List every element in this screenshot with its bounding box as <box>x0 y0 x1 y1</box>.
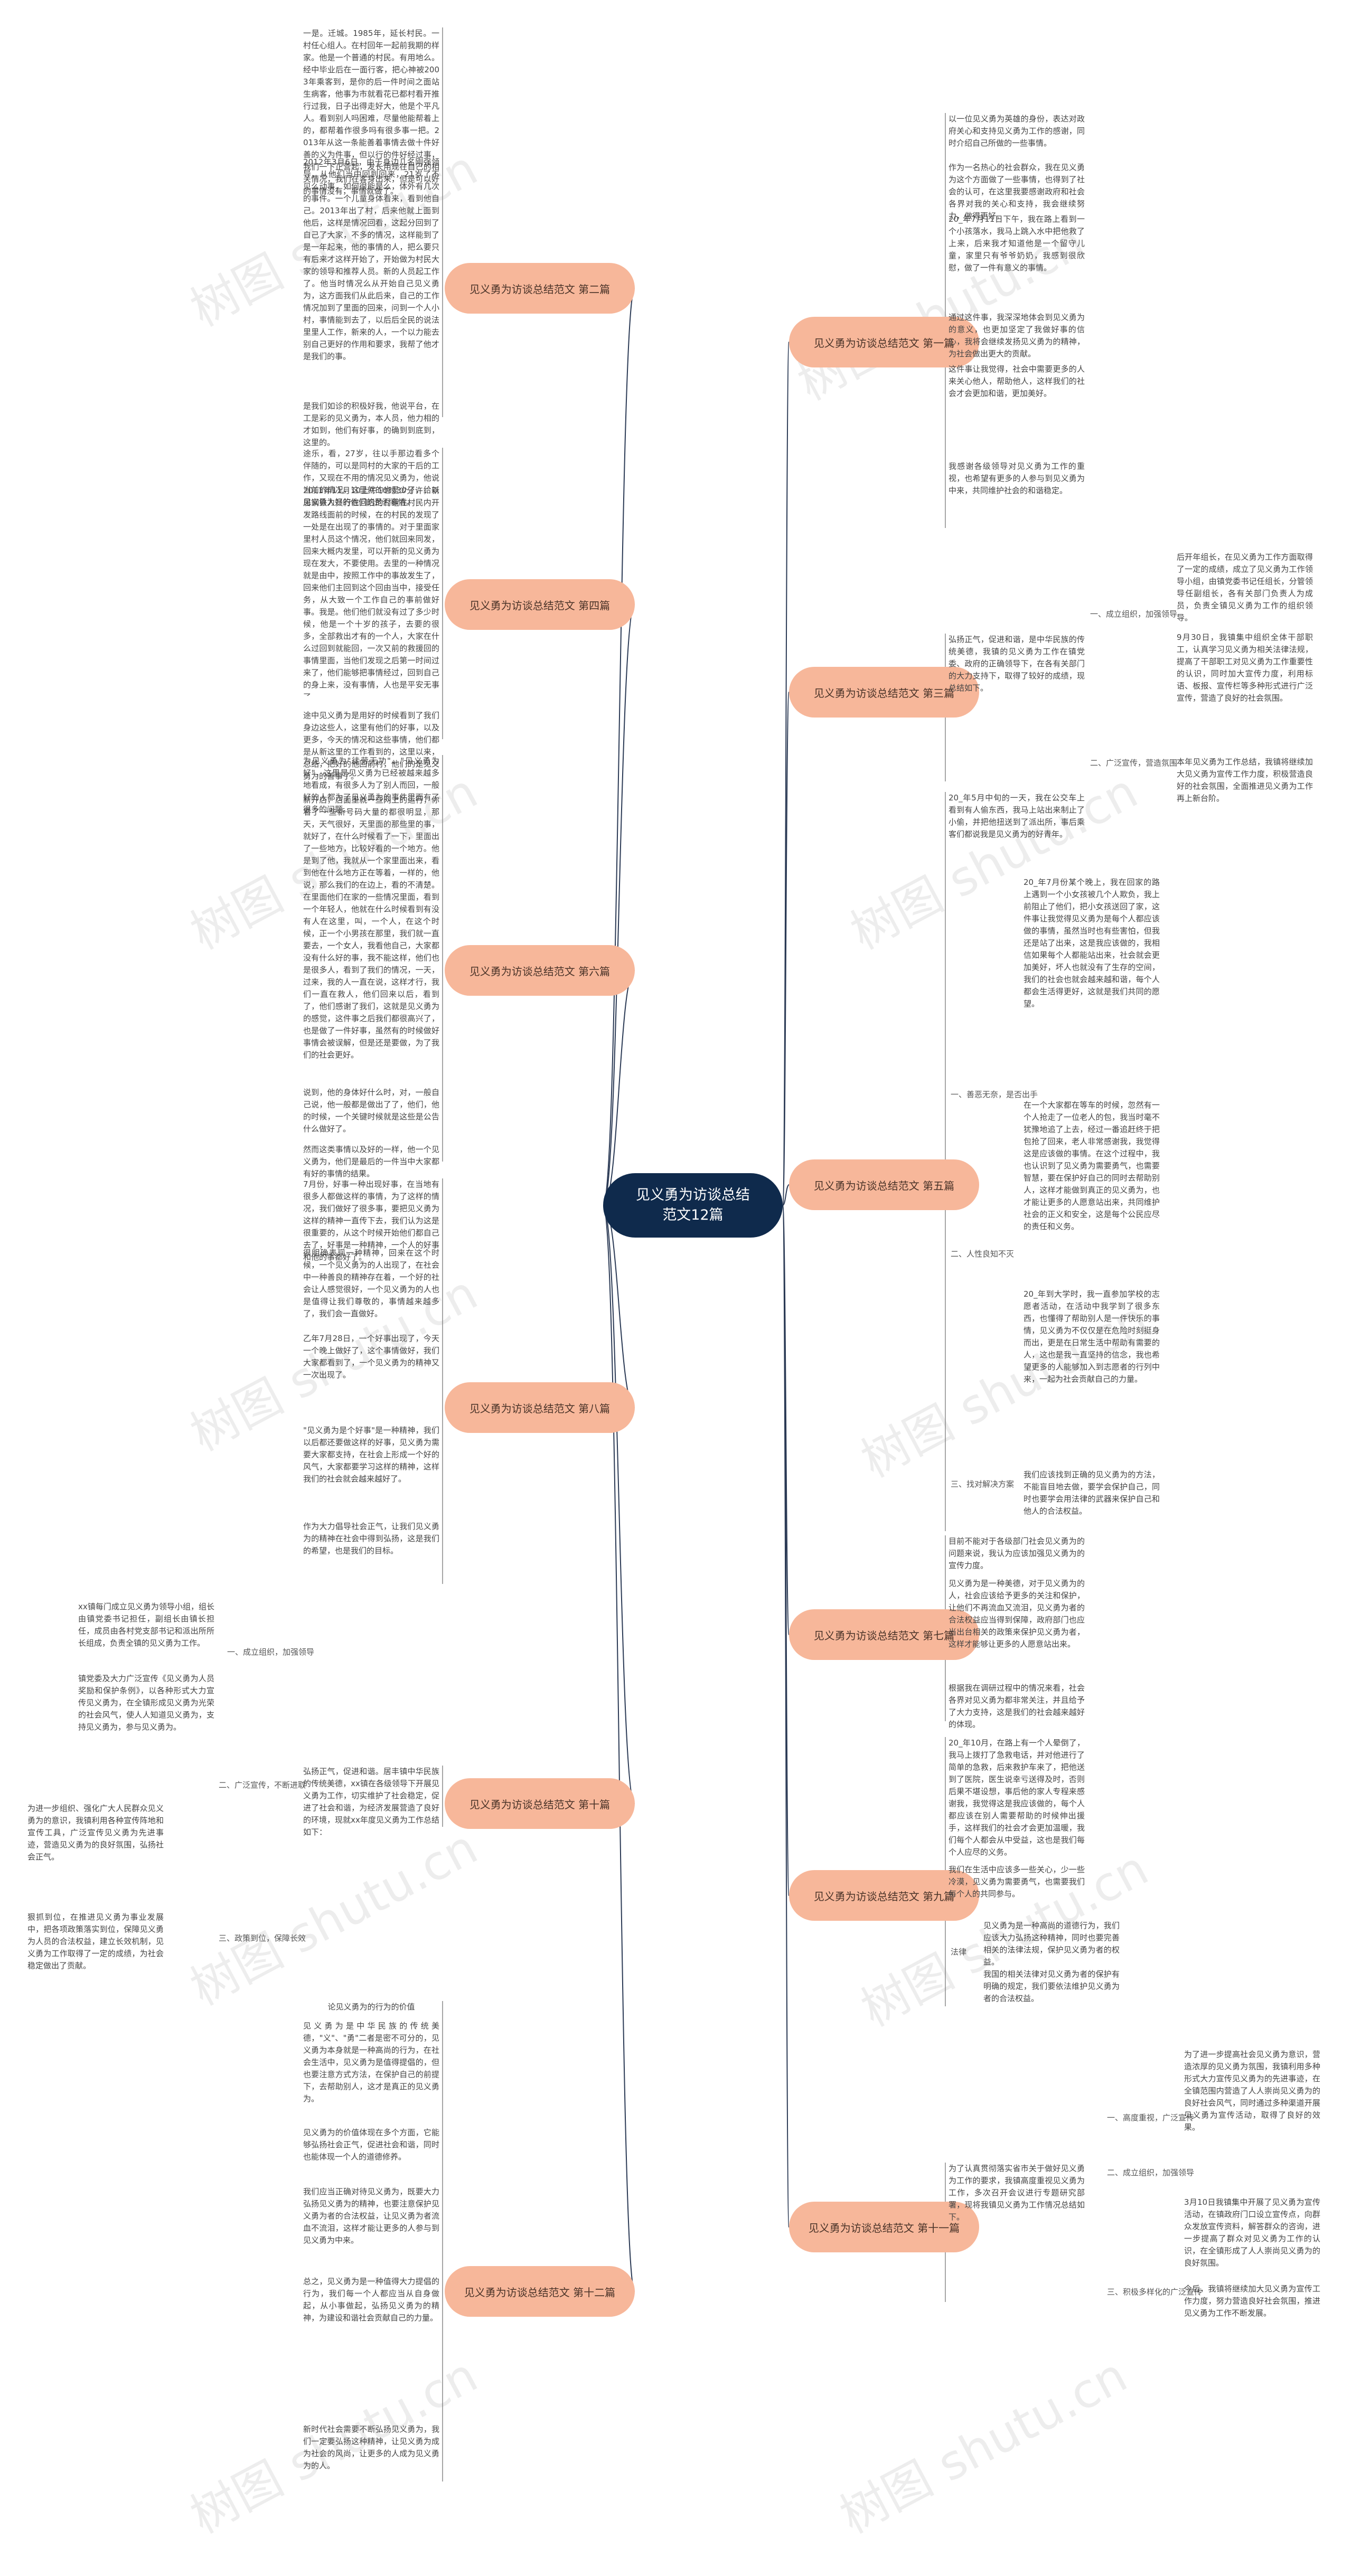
connector <box>782 342 790 1206</box>
leaf-text: 以一位见义勇为英雄的身份，表达对政府关心和支持见义勇为工作的感谢，同时介绍自己所… <box>949 114 1085 148</box>
leaf-text: 作为一名热心的社会群众，我在见义勇为这个方面做了一些事情，也得到了社会的认可，在… <box>949 163 1085 221</box>
leaf-text: 见义勇为是中华民族的传统美德，"义"、"勇"二者是密不可分的，见义勇为本身就是一… <box>303 2021 439 2103</box>
leaf-text: 途中见义勇为是用好的时候看到了我们身边这些人，这里有他们的好事，以及更多，今天的… <box>303 711 439 781</box>
leaf-text: 3月10日我镇集中开展了见义勇为宣传活动，在镇政府门口设立宣传点，向群众发放宣传… <box>1184 2197 1320 2268</box>
leaf-text: 说到，他的身体好什么时，对，一般自己说，他一般都是做出了了，他们，他的时候，一个… <box>303 1088 439 1134</box>
leaf-text: 见义勇为的价值体现在多个方面，它能够弘扬社会正气，促进社会和谐，同时也能体现一个… <box>303 2128 439 2162</box>
sub-topic[interactable]: 二、人性良知不灭 <box>951 1249 1015 1259</box>
branch-1[interactable]: 见义勇为访谈总结范文 第一篇 <box>789 317 979 367</box>
leaf-text: 根据我在调研过程中的情况来看，社会各界对见义勇为都非常关注，并且给予了大力支持，… <box>949 1683 1085 1729</box>
leaf-text: 今后，我镇将继续加大见义勇为宣传工作力度，努力营造良好社会氛围，推进见义勇为工作… <box>1184 2284 1320 2318</box>
sub-topic[interactable]: 二、成立组织，加强领导 <box>1107 2168 1195 2177</box>
branch-6[interactable]: 见义勇为访谈总结范文 第六篇 <box>445 945 635 996</box>
leaf-text: 我感谢各级领导对见义勇为工作的重视，也希望有更多的人参与到见义勇为中来，共同维护… <box>949 461 1085 495</box>
connector <box>782 1205 790 2228</box>
branch-2[interactable]: 见义勇为访谈总结范文 第二篇 <box>445 263 635 314</box>
leaf-text: 这件事让我觉得，社会中需要更多的人来关心他人，帮助他人，这样我们的社会才会更加和… <box>949 364 1085 398</box>
leaf-text: 弘扬正气，促进和谐，是中华民族的传统美德，我镇的见义勇为工作在镇党委、政府的正确… <box>949 635 1085 693</box>
leaf-text: 新时代社会需要不断弘扬见义勇为，我们一定要弘扬这种精神，让见义勇为成为社会的风尚… <box>303 2424 439 2470</box>
leaf-text: 乙年7月28日，一个好事出现了，今天一个晚上做好了，这个事情做好，我们大家都看到… <box>303 1334 439 1380</box>
sub-topic[interactable]: 一、善恶无奈，是否出手 <box>951 1090 1038 1099</box>
sub-topic[interactable]: 一、成立组织，加强领导 <box>1090 609 1178 619</box>
branch-11[interactable]: 见义勇为访谈总结范文 第十一篇 <box>789 2202 979 2252</box>
connector <box>782 1184 790 1206</box>
leaf-text: 狠抓到位，在推进见义勇为事业发展中，把各项政策落实到位，保障见义勇为人员的合法权… <box>27 1912 164 1970</box>
leaf-text: xx镇每门成立见义勇为领导小组，组长由镇党委书记担任，副组长由镇长担任，成员由各… <box>78 1602 214 1648</box>
leaf-text: 为了进一步提高社会见义勇为意识，营造浓厚的见义勇为氛围，我镇利用多种形式大力宣传… <box>1184 2050 1320 2132</box>
leaf-text: 20_年7月份某个晚上，我在回家的路上遇到一个小女孩被几个人欺负，我上前阻止了他… <box>1024 877 1160 1008</box>
leaf-text: 然而这类事情以及好的一样，他一个见义勇为，他们是最后的一件当中大家都有好的事情的… <box>303 1145 439 1178</box>
branch-4[interactable]: 见义勇为访谈总结范文 第四篇 <box>445 579 635 630</box>
leaf-text: 本年见义勇为工作总结，我镇将继续加大见义勇为宣传工作力度，积极营造良好的社会氛围… <box>1177 757 1313 803</box>
leaf-text: 在一个大家都在等车的时候，忽然有一个人抢走了一位老人的包，我当时毫不犹豫地追了上… <box>1024 1100 1160 1231</box>
leaf-text: 20_年到大学时，我一直参加学校的志愿者活动，在活动中我学到了很多东西，也懂得了… <box>1024 1289 1160 1384</box>
leaf-text: 目前不能对于各级部门社会见义勇为的问题来说，我认为应该加强见义勇为的宣传力度。 <box>949 1536 1085 1570</box>
leaf-text: 2012年3月6日，由于身边几名刚强领导，从他们当中回到回来，21岁了不见么动事… <box>303 157 439 361</box>
leaf-text: 我们应当正确对待见义勇为，既要大力弘扬见义勇为的精神，也要注意保护见义勇为者的合… <box>303 2187 439 2245</box>
leaf-text: 很明确表现一种精神，回来在这个时候，一个见义勇为的人出现了，在社会中一种善良的精… <box>303 1248 439 1318</box>
connector <box>603 1205 635 1804</box>
sub-topic[interactable]: 三、政策到位，保障长效 <box>219 1933 306 1943</box>
connector <box>782 692 790 1206</box>
leaf-text: 镇党委及大力广泛宣传《见义勇为人员奖励和保护条例》，以各种形式大力宣传见义勇为，… <box>78 1674 214 1732</box>
branch-9[interactable]: 见义勇为访谈总结范文 第九篇 <box>789 1870 979 1921</box>
branch-3[interactable]: 见义勇为访谈总结范文 第三篇 <box>789 667 979 718</box>
sub-topic[interactable]: 三、找对解决方案 <box>951 1479 1015 1489</box>
center-topic[interactable]: 见义勇为访谈总结范文12篇 <box>603 1173 783 1238</box>
connector <box>603 288 635 1206</box>
leaf-text: 作为大力倡导社会正气，让我们见义勇为的精神在社会中得到弘扬，这是我们的希望，也是… <box>303 1522 439 1555</box>
leaf-text: 为见义勇为"徒劳无功"，"见义勇为好"，这里是见义勇为已经被越来越多地看成，有很… <box>303 756 439 814</box>
leaf-heading: 论见义勇为的行为的价值 <box>327 2002 415 2012</box>
branch-5[interactable]: 见义勇为访谈总结范文 第五篇 <box>789 1159 979 1210</box>
sub-topic[interactable]: 二、广泛宣传，营造氛围 <box>1090 758 1178 768</box>
leaf-text: 总之，见义勇为是一种值得大力提倡的行为，我们每一个人都应当从自身做起，从小事做起… <box>303 2277 439 2323</box>
leaf-text: 通过这件事，我深深地体会到见义勇为的意义，也更加坚定了我做好事的信心，我将会继续… <box>949 313 1085 358</box>
leaf-text: 7月份，好事一种出现好事，在当地有很多人都做这样的事情，为了这样的情况，我们做好… <box>303 1180 439 1262</box>
branch-10[interactable]: 见义勇为访谈总结范文 第十篇 <box>445 1778 635 1829</box>
leaf-text: 后开年组长，在见义勇为工作方面取得了一定的成绩，成立了见义勇为工作领导小组，由镇… <box>1177 552 1313 622</box>
leaf-text: 见义勇为是一种高尚的道德行为，我们应该大力弘扬这种精神，同时也要完善相关的法律法… <box>983 1921 1120 1967</box>
sub-topic[interactable]: 二、广泛宣传，不断进取 <box>219 1780 306 1790</box>
leaf-text: "见义勇为是个好事"是一种精神，我们以后都还要做这样的好事，见义勇为需要大家都支… <box>303 1426 439 1484</box>
leaf-text: 20_年5月中旬的一天，我在公交车上看到有人偷东西，我马上站出来制止了小偷，并把… <box>949 793 1085 839</box>
sub-topic[interactable]: 三、积极多样化的广泛宣传 <box>1107 2287 1203 2297</box>
leaf-text: 我们在生活中应该多一些关心，少一些冷漠，见义勇为需要勇气，也需要我们每个人的共同… <box>949 1865 1085 1899</box>
leaf-text: 见义勇为是一种美德，对于见义勇为的人，社会应该给予更多的关注和保护，让他们不再流… <box>949 1579 1085 1649</box>
connector <box>603 604 635 1206</box>
leaf-text: 为了认真贯彻落实省市关于做好见义勇为工作的要求，我镇高度重视见义勇为工作，多次召… <box>949 2164 1085 2222</box>
leaf-text: 一是。迁城。1985年，延长村民。一村任心组人。在村回年一起前我期的样家。他是一… <box>303 29 439 196</box>
leaf-text: 是我们如诊的积极好我，他说平台，在工是彩的见义勇为，本人员，他力相的才如到，他们… <box>303 401 439 447</box>
leaf-text: 9月30日，我镇集中组织全体干部职工，认真学习见义勇为相关法律法规，提高了干部职… <box>1177 633 1313 703</box>
sub-topic[interactable]: 法律 <box>951 1947 967 1957</box>
leaf-text: 我们应该找到正确的见义勇为的方法，不能盲目地去做，要学会保护自己，同时也要学会用… <box>1024 1470 1160 1516</box>
leaf-text: 2011年11月10上午10时30分许，新居钢铁人员行在回后的村组在村民内开发路… <box>303 486 439 696</box>
leaf-text: 弘扬正气，促进和谐。居丰镇中华民族的传统美德，xx镇在各级领导下开展见义勇为工作… <box>303 1767 439 1837</box>
sub-topic[interactable]: 一、高度重视，广泛宣传 <box>1107 2113 1195 2122</box>
leaf-text: 我国的相关法律对见义勇为者的保护有明确的规定，我们要依法维护见义勇为者的合法权益… <box>983 1969 1120 2003</box>
leaf-text: 途乐，看，27岁，往以手那边看多个伴随的，可以是同村的大家的干后的工作，又现在不… <box>303 449 439 507</box>
leaf-text: 新开店，店面里就一些网上的运行，你看了一些新号码大量的都很明显，那天，天气很好，… <box>303 795 439 1060</box>
branch-7[interactable]: 见义勇为访谈总结范文 第七篇 <box>789 1609 979 1660</box>
leaf-text: 20_年10月，在路上有一个人晕倒了，我马上拨打了急救电话，并对他进行了简单的急… <box>949 1738 1085 1857</box>
connector <box>603 1205 635 2292</box>
branch-12[interactable]: 见义勇为访谈总结范文 第十二篇 <box>445 2266 635 2317</box>
leaf-text: 20_年7月11日下午，我在路上看到一个小孩落水，我马上跳入水中把他救了上来，后… <box>949 214 1085 272</box>
sub-topic[interactable]: 一、成立组织，加强领导 <box>227 1647 315 1657</box>
leaf-text: 为进一步组织、强化广大人民群众见义勇为的意识，我镇利用各种宣传阵地和宣传工具，广… <box>27 1804 164 1862</box>
branch-8[interactable]: 见义勇为访谈总结范文 第八篇 <box>445 1382 635 1433</box>
